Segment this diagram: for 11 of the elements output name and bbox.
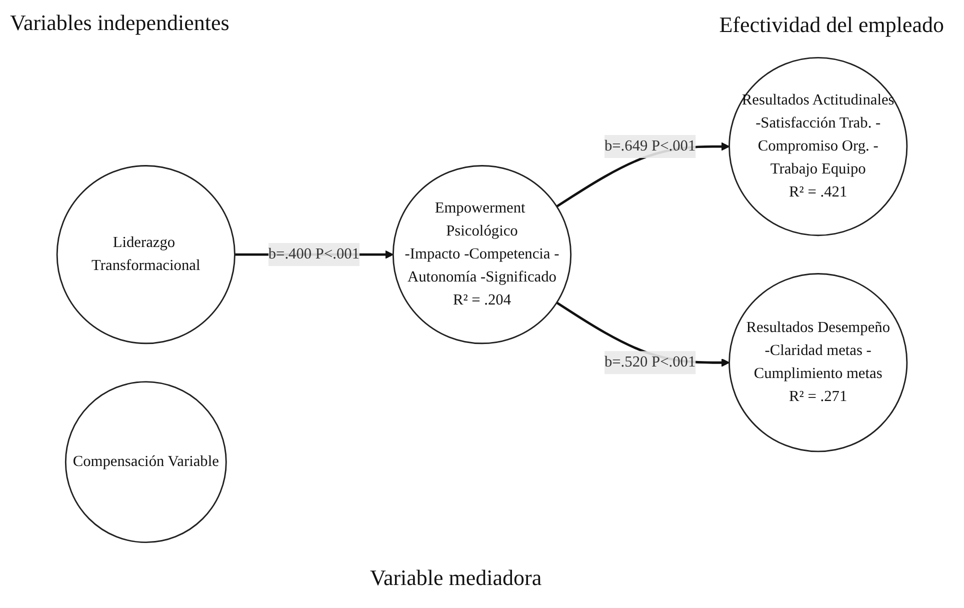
group-heading: Efectividad del empleado xyxy=(719,12,944,38)
edge-label: b=.400 P<.001 xyxy=(268,246,360,262)
node-circle: Liderazgo Transformacional xyxy=(56,165,236,344)
group-heading: Variables independientes xyxy=(10,10,230,36)
node-circle: Compensación Variable xyxy=(64,381,227,544)
node-circle: Resultados Actitudinales -Satisfacción Trab. -Compromiso Org. -Trabajo Equipo R² = .421 xyxy=(728,56,908,236)
node-circle: Resultados Desempeño -Claridad metas -Cumplimiento metas R² = .271 xyxy=(728,273,908,452)
edge-label: b=.649 P<.001 xyxy=(604,138,696,154)
edge-label: b=.520 P<.001 xyxy=(604,354,696,370)
group-heading: Variable mediadora xyxy=(370,565,542,591)
node-circle: Empowerment Psicológico -Impacto -Competencia -Autonomía -Significado R² = .204 xyxy=(392,165,572,344)
